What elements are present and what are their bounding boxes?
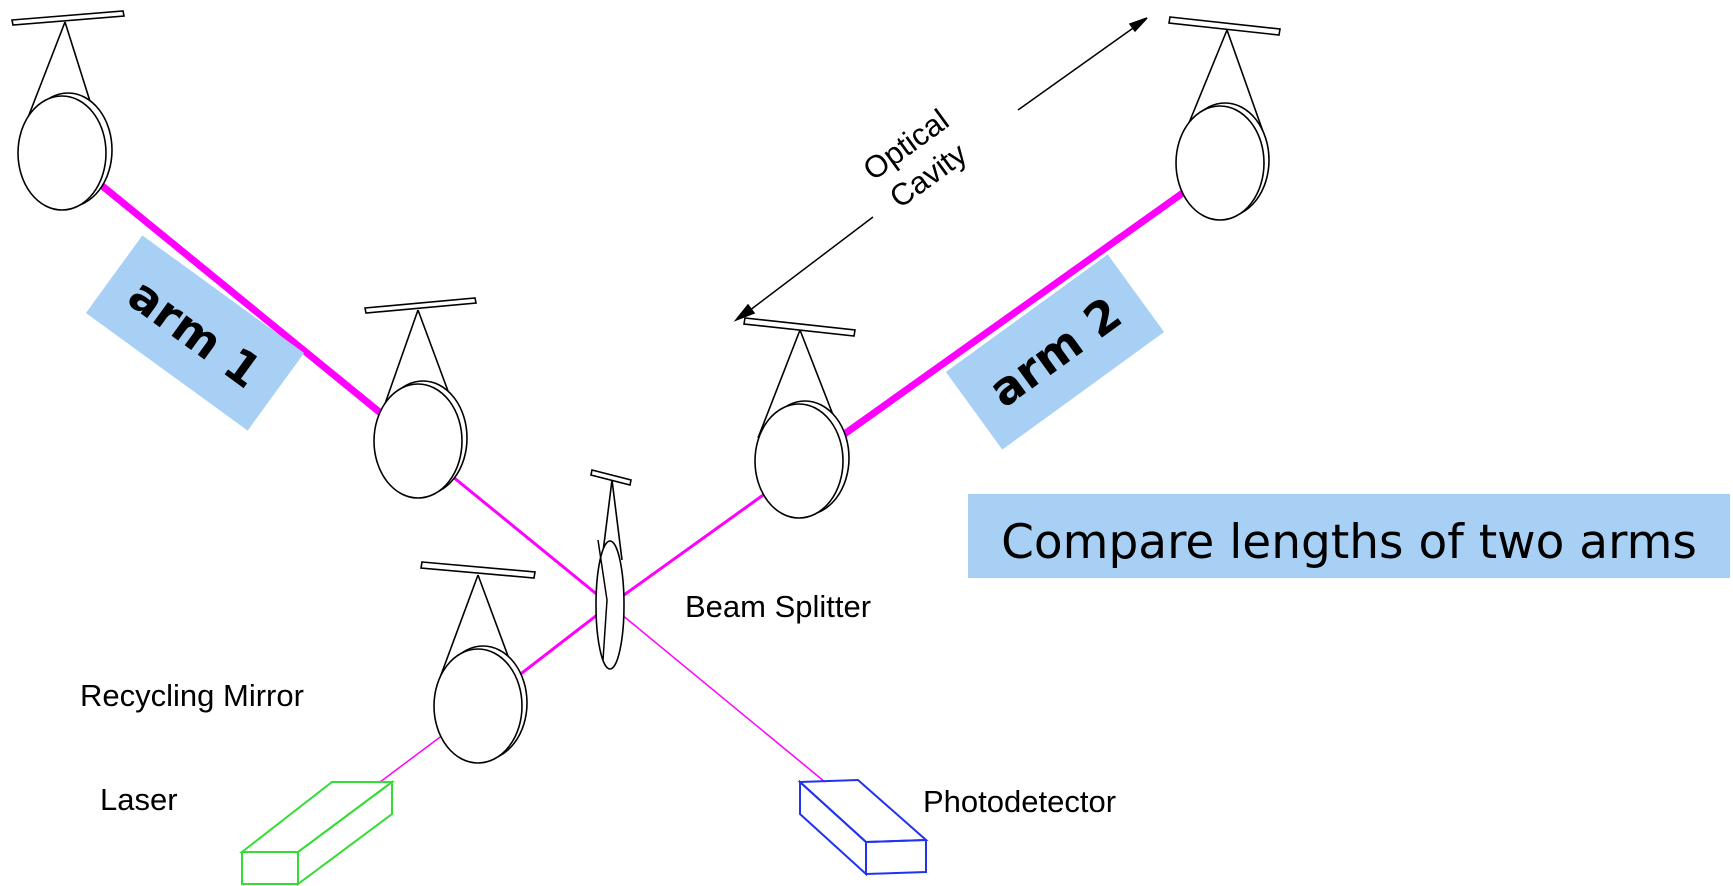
- arm1-end-mirror: [11, 10, 125, 211]
- beam-splitter-label: Beam Splitter: [685, 589, 871, 624]
- compare-note: Compare lengths of two arms: [968, 494, 1730, 578]
- arm2-cavity-beam: [840, 162, 1225, 438]
- optical-cavity-label: Optical Cavity: [857, 102, 974, 215]
- compare-note-text: Compare lengths of two arms: [1001, 515, 1697, 570]
- arm2-tag-background: [945, 254, 1165, 450]
- beam-splitter: [590, 469, 632, 670]
- recycling-mirror-label: Recycling Mirror: [80, 678, 304, 713]
- arrowhead-up: [1128, 17, 1148, 33]
- recycling-to-splitter-beam: [517, 603, 611, 678]
- arm2-input-mirror: [743, 317, 856, 519]
- photodetector: [797, 778, 929, 877]
- recycling-mirror: [420, 561, 536, 764]
- arm2-end-mirror: [1168, 16, 1281, 221]
- optical-cavity-arrow: [733, 17, 1148, 322]
- arm1-cavity-beam: [65, 155, 386, 418]
- arm1-tag-background: [85, 235, 305, 431]
- arrowhead-down: [733, 303, 756, 322]
- compare-note-background: [968, 494, 1730, 578]
- photodetector-output-beam: [609, 604, 826, 783]
- laser-label: Laser: [100, 782, 178, 817]
- photodetector-label: Photodetector: [923, 784, 1116, 819]
- laser-source: [239, 780, 396, 886]
- arm1-input-mirror: [364, 297, 477, 499]
